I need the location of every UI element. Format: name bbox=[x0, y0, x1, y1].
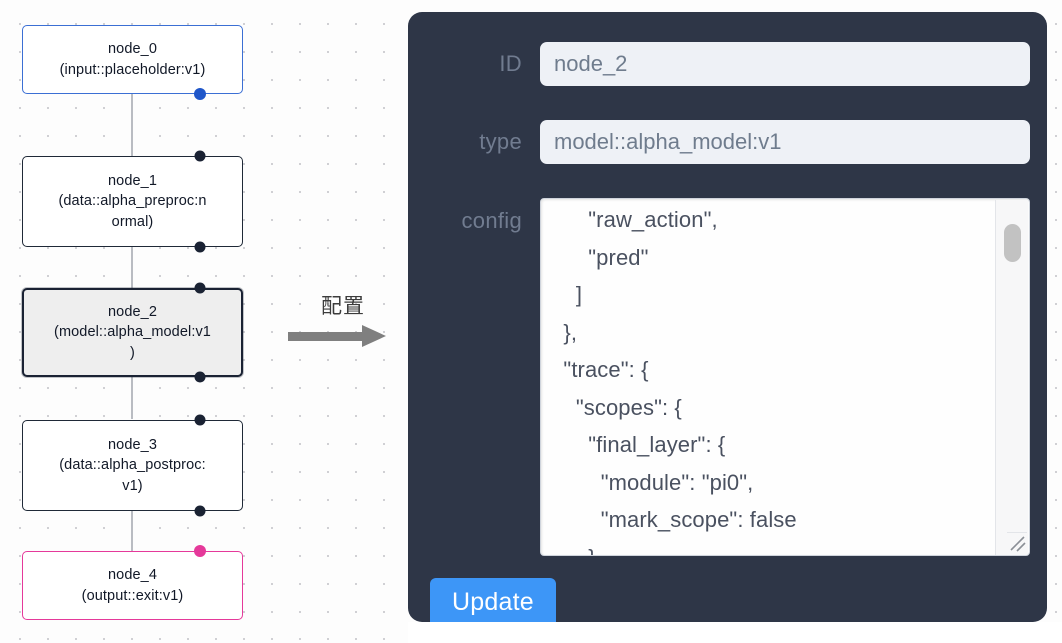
graph-node-label-line: node_4 bbox=[108, 566, 157, 583]
graph-node-label-line: (data::alpha_preproc:n bbox=[58, 193, 207, 210]
graph-node-node_0[interactable]: node_0 (input::placeholder:v1) bbox=[22, 25, 243, 94]
graph-node-label-line: (input::placeholder:v1) bbox=[59, 61, 206, 78]
config-text-content[interactable]: "raw_action", "pred" ] }, "trace": { "sc… bbox=[563, 207, 797, 555]
config-field-label: config bbox=[461, 208, 522, 233]
graph-node-label-line: v1) bbox=[122, 477, 143, 494]
canvas-bottom-strip-dots bbox=[0, 622, 408, 643]
edge-node0-node1 bbox=[131, 94, 133, 156]
graph-node-label-line: ) bbox=[130, 344, 135, 361]
edge-node3-node4 bbox=[131, 511, 133, 551]
graph-node-label-line: (output::exit:v1) bbox=[81, 587, 184, 604]
config-scrollbar[interactable] bbox=[995, 200, 1028, 555]
node-inspector-panel: ID type config "raw_action", "pred" ] },… bbox=[408, 12, 1047, 622]
id-input[interactable] bbox=[540, 42, 1030, 86]
node-handle-target-node_2[interactable] bbox=[194, 282, 206, 294]
graph-node-node_3[interactable]: node_3 (data::alpha_postproc: v1) bbox=[22, 420, 243, 511]
graph-node-label-line: node_1 bbox=[108, 172, 157, 189]
graph-node-label-line: node_2 bbox=[108, 303, 157, 320]
field-row-type: type bbox=[408, 120, 1047, 164]
graph-canvas[interactable]: node_0 (input::placeholder:v1) node_1 (d… bbox=[0, 0, 400, 643]
node-handle-target-node_3[interactable] bbox=[194, 414, 206, 426]
config-scrollbar-thumb[interactable] bbox=[1004, 224, 1021, 262]
type-input[interactable] bbox=[540, 120, 1030, 164]
type-field-label: type bbox=[479, 129, 522, 154]
graph-node-label-line: (model::alpha_model:v1 bbox=[54, 324, 211, 341]
graph-node-label-line: ormal) bbox=[111, 213, 154, 230]
graph-node-node_4[interactable]: node_4 (output::exit:v1) bbox=[22, 551, 243, 620]
resize-grip-icon[interactable] bbox=[1007, 532, 1027, 553]
graph-node-node_2[interactable]: node_2 (model::alpha_model:v1 ) bbox=[22, 288, 243, 377]
graph-node-node_1[interactable]: node_1 (data::alpha_preproc:n ormal) bbox=[22, 156, 243, 247]
field-row-config: config "raw_action", "pred" ] }, "trace"… bbox=[408, 198, 1047, 556]
edge-node1-node2 bbox=[131, 247, 133, 309]
node-handle-source-node_3[interactable] bbox=[194, 505, 206, 517]
config-editor[interactable]: "raw_action", "pred" ] }, "trace": { "sc… bbox=[540, 198, 1030, 556]
annotation-label: 配置 bbox=[321, 294, 365, 318]
id-field-label: ID bbox=[499, 51, 522, 76]
config-textarea[interactable]: "raw_action", "pred" ] }, "trace": { "sc… bbox=[540, 198, 1030, 556]
graph-node-label-line: node_3 bbox=[108, 436, 157, 453]
graph-node-label-line: (data::alpha_postproc: bbox=[59, 457, 206, 474]
node-handle-target-node_4[interactable] bbox=[194, 545, 206, 557]
field-row-id: ID bbox=[408, 42, 1047, 86]
node-handle-target-node_1[interactable] bbox=[194, 150, 206, 162]
right-arrow-icon bbox=[288, 325, 398, 347]
annotation-configure: 配置 bbox=[288, 296, 398, 347]
update-button[interactable]: Update bbox=[430, 578, 556, 629]
node-handle-source-node_0[interactable] bbox=[194, 88, 206, 100]
edge-node2-node3 bbox=[131, 377, 133, 419]
graph-node-label-line: node_0 bbox=[108, 40, 157, 57]
node-handle-source-node_2[interactable] bbox=[194, 371, 206, 383]
node-handle-source-node_1[interactable] bbox=[194, 241, 206, 253]
